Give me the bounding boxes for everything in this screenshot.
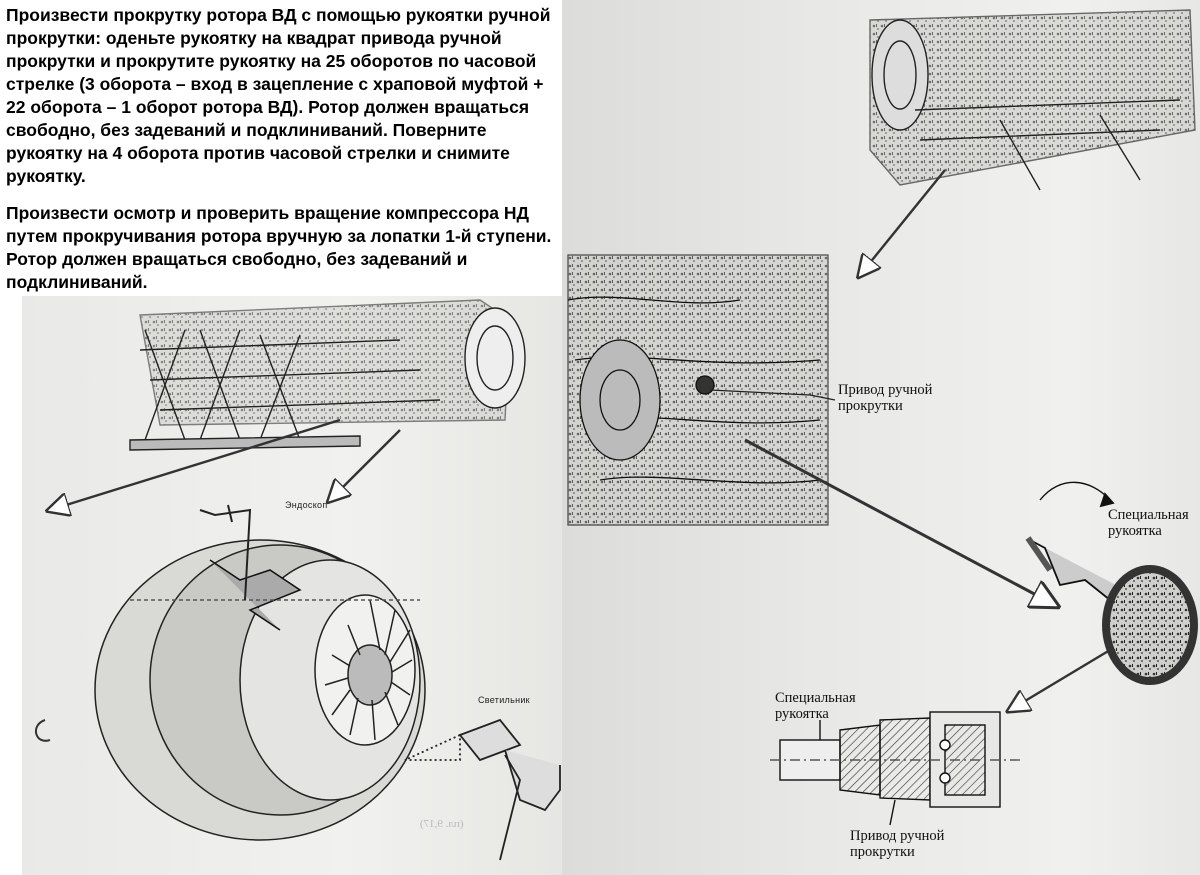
lamp-drawing bbox=[404, 718, 561, 861]
compressor-inlet-drawing bbox=[94, 539, 426, 841]
right-engine-overview bbox=[869, 9, 1196, 191]
instruction-paragraph-1: Произвести прокрутку ротора ВД с помощью… bbox=[6, 5, 551, 186]
right-top-arrow bbox=[860, 169, 946, 275]
handle-label-bottom: Специальная рукоятка bbox=[775, 690, 856, 722]
endoscope-drawing bbox=[199, 504, 252, 601]
right-bottom-arrow bbox=[1010, 648, 1111, 710]
drive-closeup-circle bbox=[1102, 565, 1198, 685]
left-pointer-arrows bbox=[50, 418, 401, 510]
instruction-paragraph-2: Произвести осмотр и проверить вращение к… bbox=[6, 203, 552, 292]
left-engine-overview bbox=[129, 299, 526, 451]
drive-label-top: Привод ручной прокрутки bbox=[838, 382, 933, 414]
instructions-text: Произвести прокрутку ротора ВД с помощью… bbox=[6, 4, 558, 308]
cable-loop-fragment bbox=[35, 719, 51, 742]
endoscope-label: Эндоскоп bbox=[285, 500, 328, 510]
drive-area-drawing bbox=[567, 254, 829, 526]
bleed-through-text: (пл. 9,17) bbox=[420, 818, 464, 830]
handle-label-top: Специальная рукоятка bbox=[1108, 507, 1189, 539]
drive-section-drawing bbox=[770, 711, 1020, 826]
lamp-label: Светильник bbox=[478, 695, 530, 705]
drive-label-bottom: Привод ручной прокрутки bbox=[850, 828, 945, 860]
right-middle-arrow bbox=[744, 438, 1055, 605]
